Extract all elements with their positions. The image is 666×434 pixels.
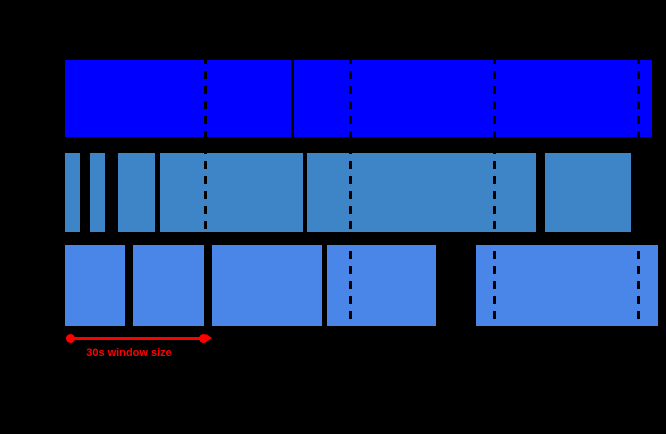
measure-arrow-line [70,336,203,340]
row-2-events-bar [545,153,631,232]
row-2-events-bar [90,153,105,232]
row-1-tumbling-windows-bar [294,60,652,137]
window-boundary-dashed-line [637,56,640,330]
row-3-session-windows-bar [212,245,322,326]
measure-arrow-left-endpoint-icon [65,333,75,343]
row-2-events-bar [118,153,155,232]
measure-arrow-right-tip-icon [206,334,212,342]
row-2-events-bar [65,153,80,232]
row-3-session-windows-bar [133,245,204,326]
row-3-session-windows-bar [65,245,125,326]
row-2-events-bar [307,153,536,232]
row-3-session-windows-bar [476,245,658,326]
row-2-events-bar [160,153,303,232]
window-boundary-dashed-line [348,56,352,330]
window-boundary-dashed-line [204,56,207,330]
window-boundary-dashed-line [492,56,496,330]
window-size-label: 30s window size [86,347,172,359]
row-1-tumbling-windows-bar [65,60,291,137]
row-3-session-windows-bar [327,245,436,326]
measure-arrow-right-endpoint-icon [198,333,208,343]
